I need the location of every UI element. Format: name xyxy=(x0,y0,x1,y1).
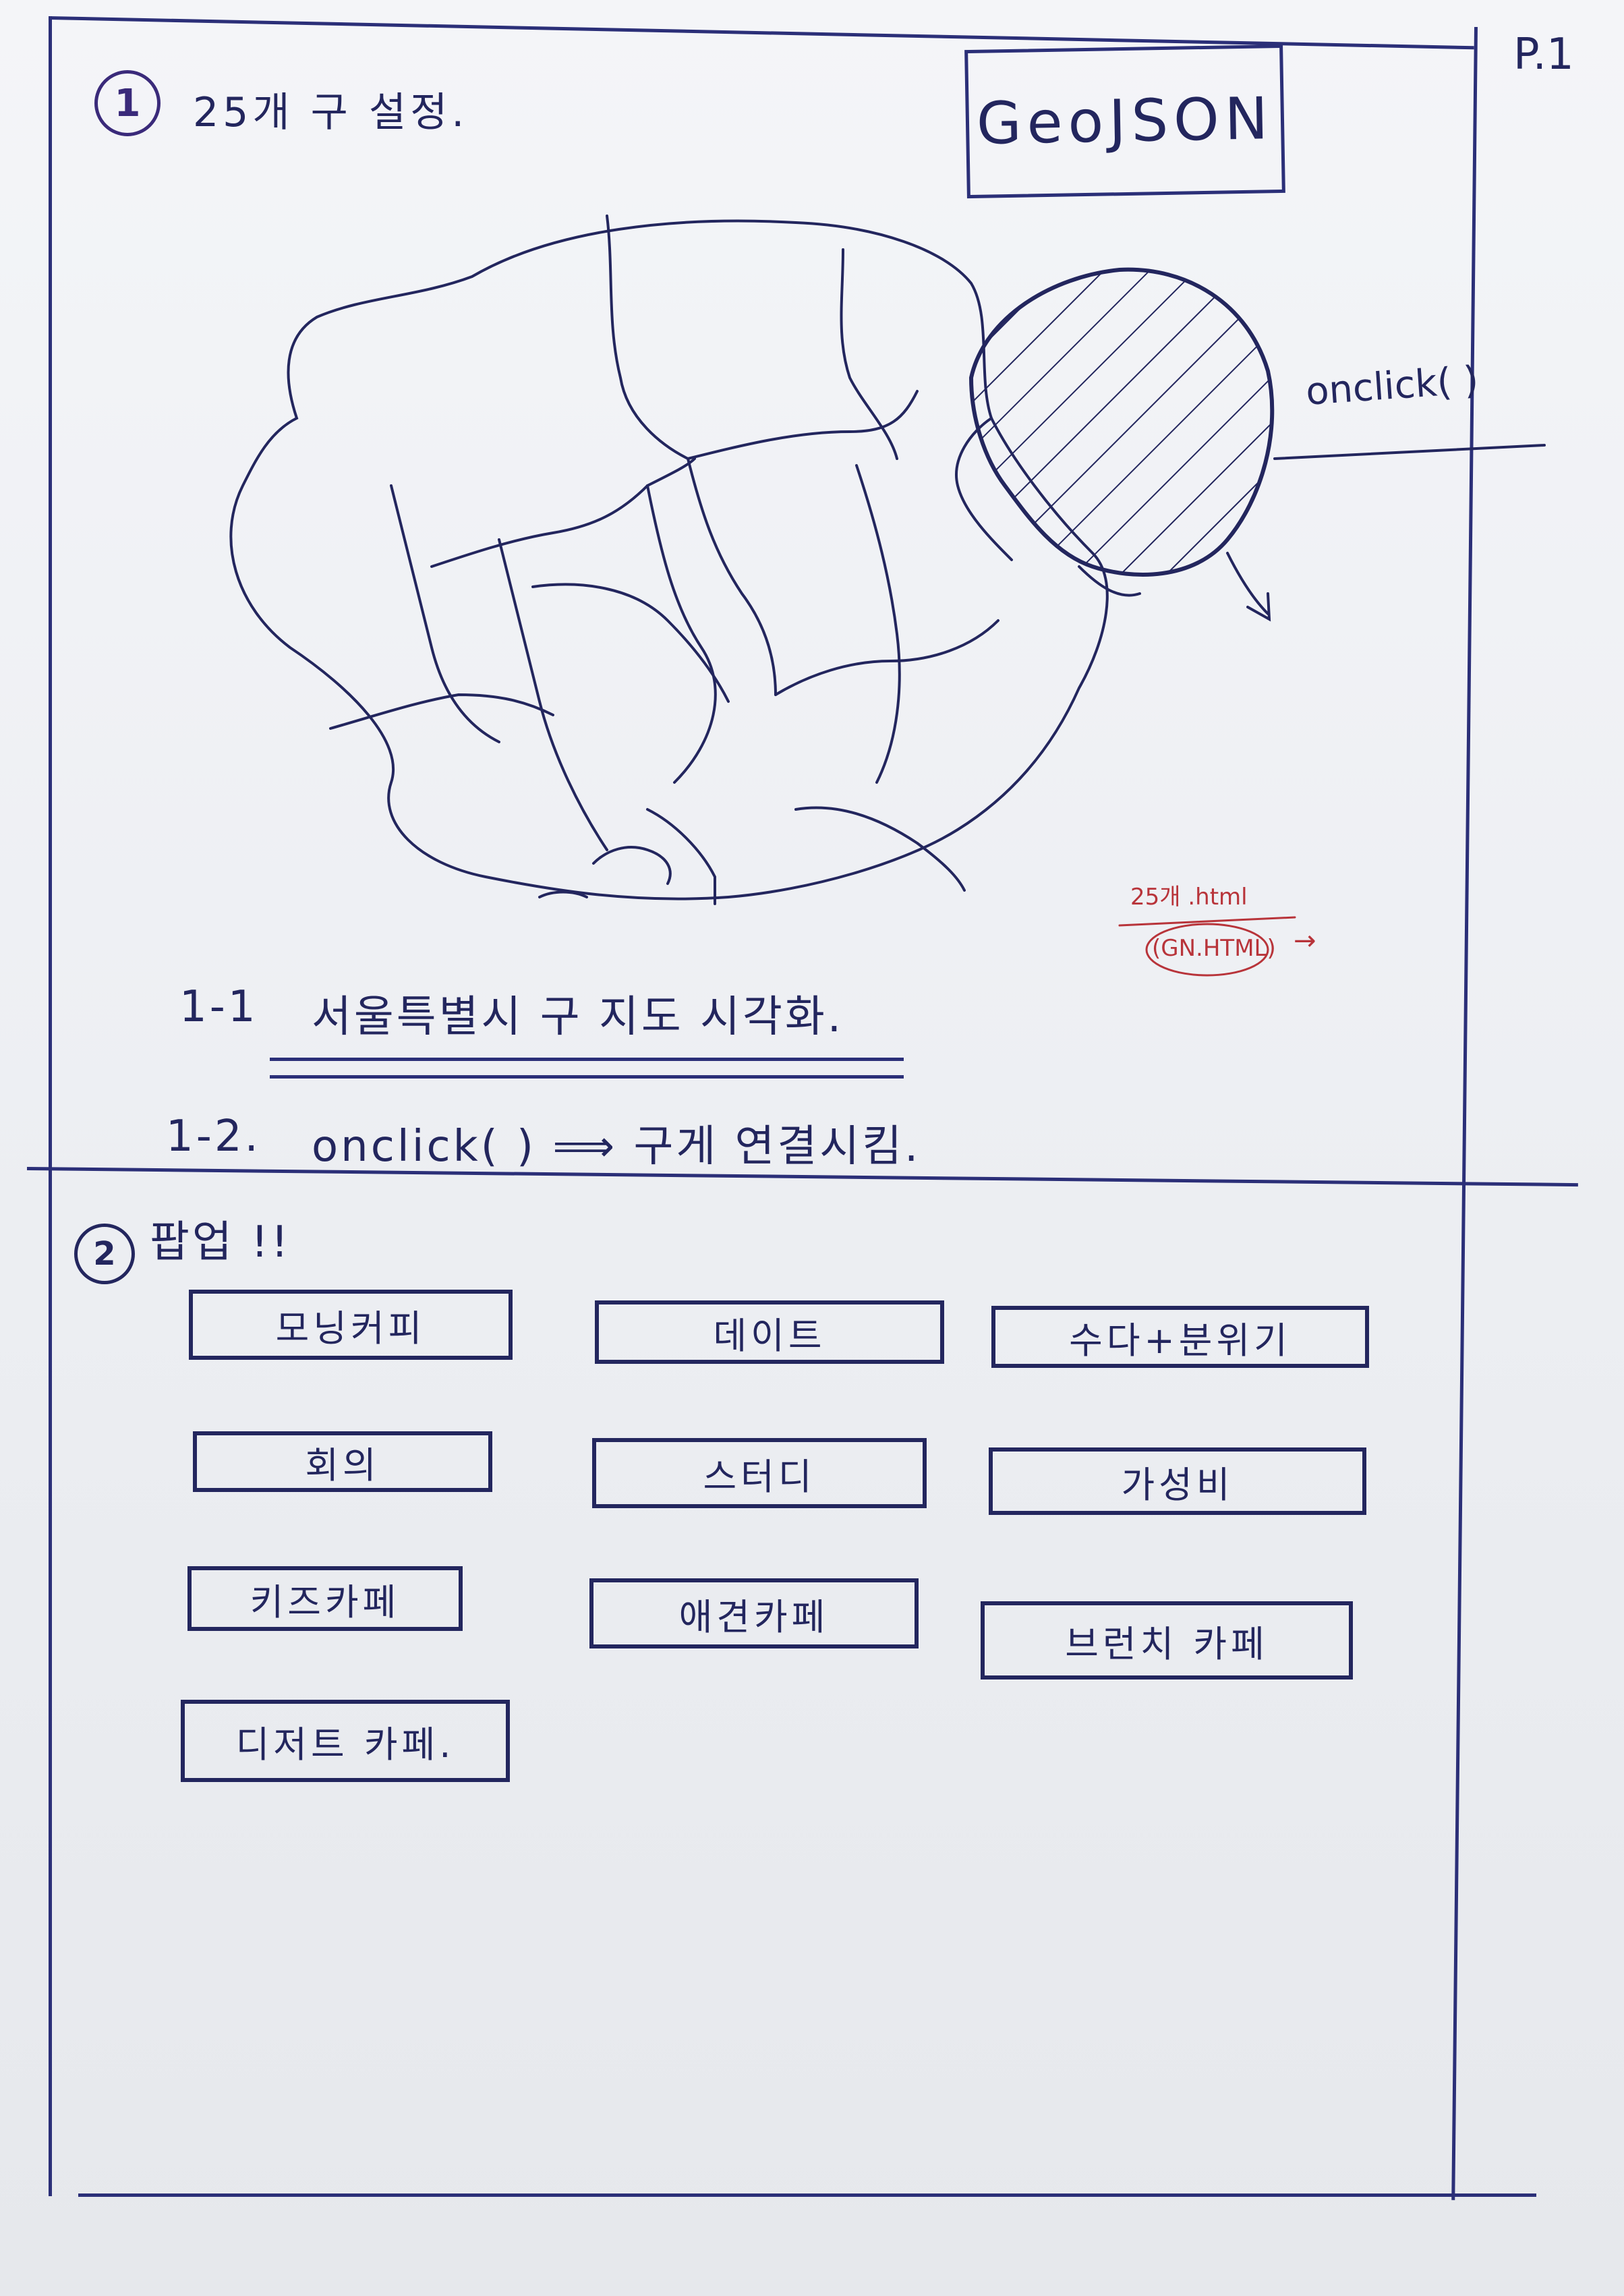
page-number: P.1 xyxy=(1513,30,1574,80)
map-outline xyxy=(229,219,1109,900)
highlighted-district xyxy=(968,267,1275,577)
district-line xyxy=(855,464,901,784)
district-line xyxy=(606,214,689,460)
chip-kids-cafe[interactable]: 키즈카페 xyxy=(187,1566,463,1631)
region-arrow xyxy=(1226,552,1271,622)
district-line xyxy=(390,484,500,743)
item-1-2-index: 1-2. xyxy=(166,1112,261,1161)
section1-title: 25개 구 설정. xyxy=(193,89,469,136)
onclick-connector xyxy=(1273,444,1546,460)
item-1-1-underline xyxy=(270,1058,904,1061)
red-note-divider xyxy=(1118,916,1296,927)
chip-study[interactable]: 스터디 xyxy=(592,1438,927,1508)
district-line xyxy=(646,808,717,905)
seoul-district-map[interactable] xyxy=(0,0,1624,1012)
red-note-top: 25개 .html xyxy=(1130,884,1248,911)
district-line xyxy=(329,693,554,730)
chip-brunch-cafe[interactable]: 브런치 카페 xyxy=(981,1601,1353,1680)
frame-bottom xyxy=(78,2193,1536,2197)
district-line xyxy=(538,890,588,898)
chip-pet-cafe[interactable]: 애견카페 xyxy=(589,1578,919,1648)
chip-chat-atmosphere[interactable]: 수다+분위기 xyxy=(991,1306,1369,1368)
district-line xyxy=(840,248,898,460)
district-line xyxy=(687,390,919,460)
item-1-1-text: 서울특별시 구 지도 시각화. xyxy=(312,992,844,1042)
district-line xyxy=(687,457,777,696)
district-line xyxy=(646,484,717,784)
chip-dessert-cafe[interactable]: 디저트 카페. xyxy=(181,1700,510,1782)
district-line xyxy=(592,846,672,885)
section2-number: 2 xyxy=(74,1224,135,1284)
section1-number: 1 xyxy=(94,70,161,136)
frame-left xyxy=(49,16,52,2196)
district-line xyxy=(774,619,999,696)
chip-value[interactable]: 가성비 xyxy=(989,1447,1366,1515)
item-1-1-index: 1-1 xyxy=(179,982,258,1032)
red-arrow-icon: → xyxy=(1294,925,1316,956)
red-note-oval xyxy=(1145,923,1269,977)
popup-title: 팝업 !! xyxy=(150,1217,291,1267)
item-1-2-text: onclick( ) ⟹ 구게 연결시킴. xyxy=(312,1122,921,1172)
district-line xyxy=(955,417,1013,561)
chip-date[interactable]: 데이트 xyxy=(595,1300,944,1364)
district-line xyxy=(430,457,696,568)
district-line xyxy=(1078,565,1141,597)
district-line xyxy=(498,538,608,851)
chip-morning-coffee[interactable]: 모닝커피 xyxy=(189,1290,513,1360)
item-1-1-underline-2 xyxy=(270,1075,904,1079)
red-note-bottom: (GN.HTML) xyxy=(1152,935,1276,962)
chip-meeting[interactable]: 회의 xyxy=(193,1431,492,1492)
district-line xyxy=(794,806,966,892)
